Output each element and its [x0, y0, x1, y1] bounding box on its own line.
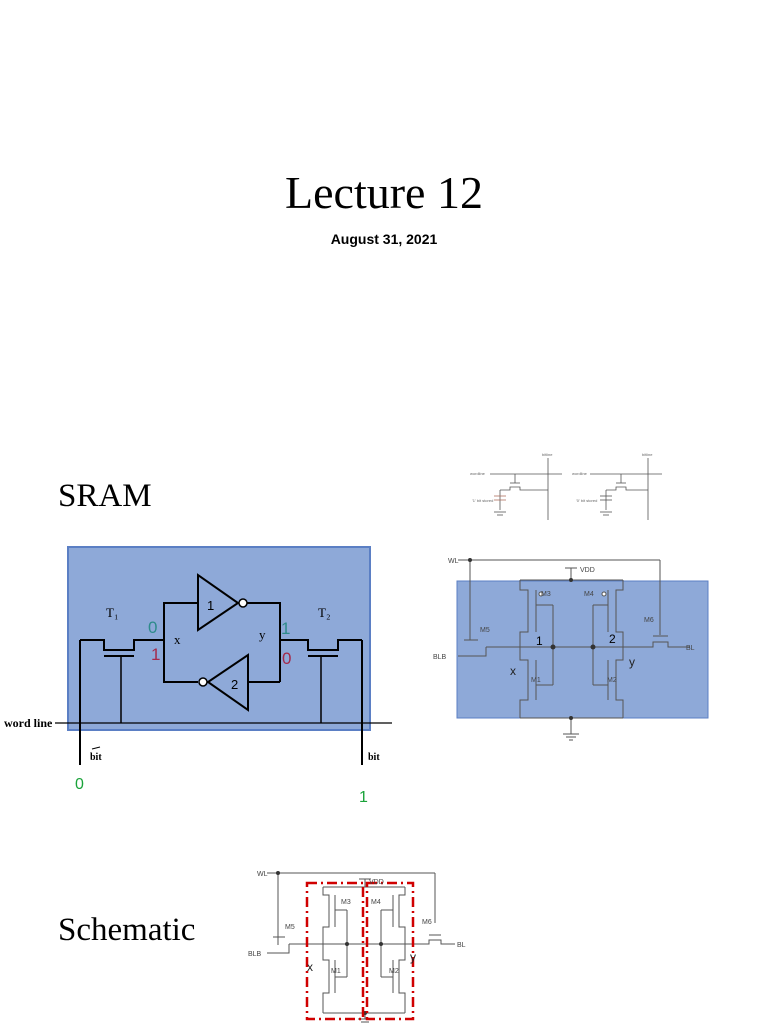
t1-label: T₁: [106, 605, 118, 620]
bit-bar-label: bit: [90, 752, 102, 763]
node-y-label-6t: y: [629, 655, 635, 669]
six-transistor-sram-diagram: WL VDD BLB BL M5 M6 M3 M4 M1 M2 1 2 x y: [433, 558, 709, 741]
t2-transistor: [280, 639, 362, 651]
schematic-m2-label: M2: [389, 968, 399, 975]
word-line-label: word line: [4, 716, 53, 730]
cell-background: [67, 546, 371, 731]
thumb-1-bit-stored: [490, 458, 562, 520]
thumb-1-stored-label: '1' bit stored: [472, 498, 493, 503]
t2-label: T₂: [318, 605, 330, 620]
bl-label: BL: [686, 645, 695, 652]
schematic-m3-label: M3: [341, 899, 351, 906]
schematic-x-label: x: [307, 960, 313, 974]
m1-label: M1: [531, 677, 541, 684]
schematic-vdd-label: VDD: [369, 879, 384, 886]
x-value-teal: 0: [148, 618, 157, 637]
m2-label: M2: [607, 677, 617, 684]
left-inverter-box: [305, 881, 365, 1021]
inverter-1: [197, 573, 240, 632]
page-title: Lecture 12: [285, 167, 483, 218]
vdd-label: VDD: [580, 567, 595, 574]
schematic-heading: Schematic: [58, 912, 196, 948]
schematic-diagram: WL VDD BLB BL M5 M6 M3 M4 M1 M2 x y: [248, 871, 466, 1023]
node-x-label-6t: x: [510, 664, 516, 678]
sram-cell-diagram: T₁ T₂ x y 1 2 0 1 1 0 word line bit bit …: [4, 546, 392, 806]
schematic-bl-label: BL: [457, 942, 466, 949]
schematic-m4-label: M4: [371, 899, 381, 906]
inverter-1-label: 1: [207, 598, 214, 613]
wl-label: WL: [448, 558, 459, 565]
thumb-2-wordline-label: wordline: [572, 471, 588, 476]
right-inverter-box: [365, 881, 415, 1021]
schematic-blb-label: BLB: [248, 951, 262, 958]
inverter-2-label: 2: [231, 677, 238, 692]
m3-label: M3: [541, 591, 551, 598]
node-x-label: x: [174, 632, 181, 647]
m4-label: M4: [584, 591, 594, 598]
node-y-label: y: [259, 627, 266, 642]
node-2-label: 2: [609, 632, 616, 646]
six-t-background: [456, 580, 709, 719]
node-1-label: 1: [536, 634, 543, 648]
bit-value: 1: [359, 789, 368, 806]
lecture-date: August 31, 2021: [330, 231, 438, 247]
thumb-2-stored-label: '0' bit stored: [576, 498, 597, 503]
bit-bar-value: 0: [75, 776, 84, 793]
inverter-2: [206, 653, 249, 712]
schematic-m6-label: M6: [422, 919, 432, 926]
schematic-m5-label: M5: [285, 924, 295, 931]
thumb-1-bitline-label: bitline: [542, 452, 553, 457]
t1-transistor: [80, 639, 164, 651]
x-value-red: 1: [151, 645, 160, 664]
storage-cell-thumbnails: bitline bitline wordline wordline '1' bi…: [470, 452, 662, 520]
thumb-1-wordline-label: wordline: [470, 471, 486, 476]
sram-heading: SRAM: [58, 478, 152, 514]
y-value-teal: 1: [281, 619, 290, 638]
schematic-wl-label: WL: [257, 871, 268, 878]
schematic-y-label: y: [410, 950, 416, 964]
m5-label: M5: [480, 627, 490, 634]
schematic-m1-label: M1: [331, 968, 341, 975]
bit-label: bit: [368, 752, 380, 763]
thumb-0-bit-stored: [590, 458, 662, 520]
y-value-red: 0: [282, 649, 291, 668]
m6-label: M6: [644, 617, 654, 624]
blb-label: BLB: [433, 654, 447, 661]
thumb-2-bitline-label: bitline: [642, 452, 653, 457]
